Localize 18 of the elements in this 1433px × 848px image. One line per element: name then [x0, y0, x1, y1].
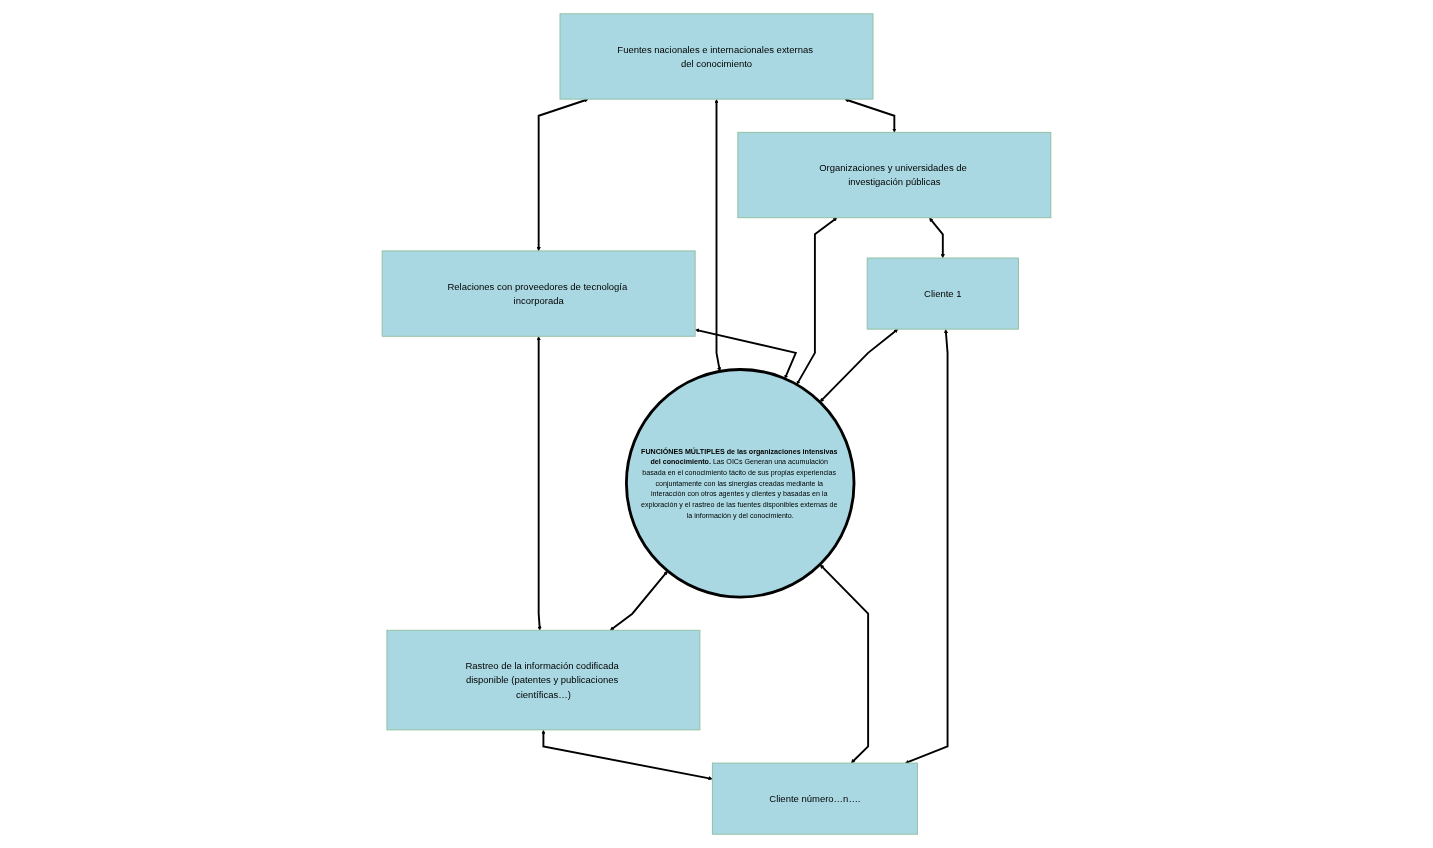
- node-box: Organizaciones y universidades de investigación públicas: [737, 131, 1052, 219]
- arrow: [541, 729, 713, 781]
- arrow: [819, 564, 870, 764]
- node-box: Rastreo de la información codificada disponible (patentes y publicaciones científicas…): [386, 629, 701, 731]
- arrow: [844, 98, 897, 133]
- arrow: [819, 329, 899, 403]
- arrow: [796, 217, 838, 385]
- node-box: Fuentes nacionales e internacionales externas del conocimiento: [559, 13, 874, 100]
- node-box: Cliente 1: [866, 257, 1019, 330]
- arrow: [536, 336, 542, 631]
- node-box: Cliente número…n….: [711, 762, 918, 835]
- arrow: [714, 99, 722, 372]
- arrow: [905, 329, 949, 764]
- arrow: [609, 570, 668, 631]
- arrow: [695, 328, 798, 379]
- node-box: Relaciones con proveedores de tecnología incorporada: [381, 250, 696, 337]
- arrow: [536, 98, 589, 252]
- arrow: [929, 217, 945, 259]
